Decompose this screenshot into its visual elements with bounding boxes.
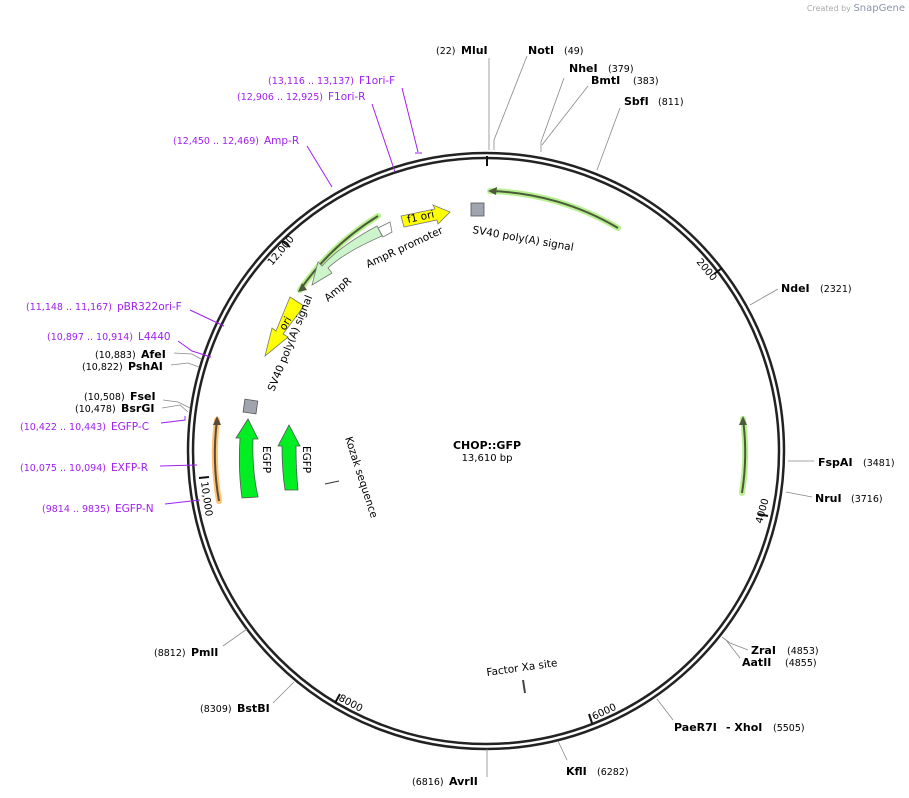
tick-10000 [198, 476, 210, 479]
enzyme-nhei[interactable]: NheI [569, 62, 598, 75]
enzyme-paer7i[interactable]: PaeR7I [674, 721, 717, 734]
enzyme-position: (10,822) [82, 362, 123, 373]
snapgene-credit: Created by SnapGene [806, 3, 905, 14]
feature-label: SV40 poly(A) signal [471, 224, 574, 254]
orf-arc-right[interactable] [739, 416, 749, 496]
primer-exfp-r[interactable]: EXFP-R [111, 462, 148, 474]
tick-label: 10,000 [198, 481, 214, 517]
primer-range: (10,897 .. 10,914) [47, 332, 133, 343]
primer-f1ori-r[interactable]: F1ori-R [328, 91, 365, 103]
primer-range: (13,116 .. 13,137) [268, 76, 354, 87]
egfp-feature-2[interactable] [277, 424, 301, 491]
tick-2000 [713, 267, 723, 275]
ampr-feature[interactable] [311, 225, 383, 286]
sv40-top-feature[interactable] [470, 202, 485, 217]
enzyme-position: (10,508) [84, 392, 125, 403]
enzyme-position: (2321) [820, 284, 852, 295]
primer-egfp-n[interactable]: EGFP-N [115, 503, 154, 515]
enzyme-nrui[interactable]: NruI [815, 492, 842, 505]
enzyme-bsrgi[interactable]: BsrGI [121, 402, 154, 415]
sv40-left-feature[interactable] [242, 398, 259, 415]
enzyme-position: (49) [564, 46, 584, 57]
enzyme-position: (3481) [863, 458, 895, 469]
primer-range: (11,148 .. 11,167) [26, 302, 112, 313]
enzyme-position: (6282) [597, 767, 629, 778]
enzyme-pshai[interactable]: PshAI [128, 360, 163, 373]
enzyme-kfli[interactable]: KflI [566, 765, 587, 778]
kozak-marker [324, 480, 340, 485]
enzyme-position: (811) [658, 97, 684, 108]
enzyme-ndei[interactable]: NdeI [781, 282, 810, 295]
primer-range: (10,075 .. 10,094) [20, 463, 106, 474]
factor-xa-marker [522, 679, 526, 694]
feature-label: Kozak sequence [342, 435, 380, 519]
f1-ori-feature[interactable] [400, 204, 451, 228]
enzyme-position: (4853) [787, 646, 819, 657]
primer-range: (9814 .. 9835) [42, 504, 110, 515]
enzyme-position: (8309) [200, 704, 232, 715]
enzyme-position: (22) [436, 46, 456, 57]
tick-4000 [757, 513, 769, 517]
enzyme-position: (10,478) [75, 404, 116, 415]
tick-12000 [281, 240, 291, 248]
enzyme-noti[interactable]: NotI [528, 44, 554, 57]
tick-label: 4000 [754, 497, 771, 524]
feature-label: ori [277, 315, 294, 333]
tick-8000 [334, 693, 341, 704]
egfp-feature-1[interactable] [235, 418, 259, 499]
primer-egfp-c[interactable]: EGFP-C [111, 421, 149, 433]
ampr-promoter-feature[interactable] [377, 221, 393, 238]
feature-label: EGFP [300, 446, 312, 473]
backbone-outer [186, 151, 786, 751]
primer-f1ori-f[interactable]: F1ori-F [359, 75, 395, 87]
feature-label: Factor Xa site [486, 657, 558, 679]
enzyme-position: (4855) [785, 658, 817, 669]
primer-l4440[interactable]: L4440 [138, 331, 171, 343]
tick-6000 [588, 713, 593, 724]
enzyme-mlui[interactable]: MluI [461, 44, 488, 57]
orf-arc-ampr[interactable] [297, 213, 381, 293]
enzyme-afei[interactable]: AfeI [141, 348, 166, 361]
enzyme-position: (3716) [851, 494, 883, 505]
feature-label: EGFP [260, 446, 272, 473]
primer-range: (12,450 .. 12,469) [173, 136, 259, 147]
plasmid-name: CHOP::GFP [453, 439, 521, 452]
enzyme-sbfi[interactable]: SbfI [624, 95, 649, 108]
plasmid-length: 13,610 bp [462, 453, 513, 464]
enzyme-zrai[interactable]: ZraI [751, 644, 776, 657]
enzyme-position: (8812) [154, 648, 186, 659]
enzyme-xhoi[interactable]: - XhoI [726, 721, 762, 734]
enzyme-avrii[interactable]: AvrII [449, 775, 478, 788]
enzyme-fsei[interactable]: FseI [130, 390, 156, 403]
primer-range: (10,422 .. 10,443) [20, 422, 106, 433]
feature-label: f1 ori [406, 209, 435, 226]
enzyme-position: (6816) [412, 777, 444, 788]
primer-range: (12,906 .. 12,925) [237, 92, 323, 103]
enzyme-aatii[interactable]: AatII [742, 656, 771, 669]
enzyme-position: (383) [633, 76, 659, 87]
primer-pbr322ori-f[interactable]: pBR322ori-F [117, 301, 182, 313]
enzyme-bstbi[interactable]: BstBI [237, 702, 270, 715]
orf-arc-top[interactable] [487, 187, 621, 231]
primer-amp-r[interactable]: Amp-R [264, 135, 299, 147]
enzyme-fspai[interactable]: FspAI [818, 456, 853, 469]
enzyme-position: (5505) [773, 723, 805, 734]
enzyme-position: (379) [608, 64, 634, 75]
enzyme-pmli[interactable]: PmlI [191, 646, 218, 659]
ori-feature[interactable] [264, 296, 305, 358]
feature-label: AmpR [322, 275, 354, 304]
orf-arc-orange[interactable] [211, 416, 222, 504]
enzyme-bmti[interactable]: BmtI [591, 74, 620, 87]
enzyme-position: (10,883) [95, 350, 136, 361]
